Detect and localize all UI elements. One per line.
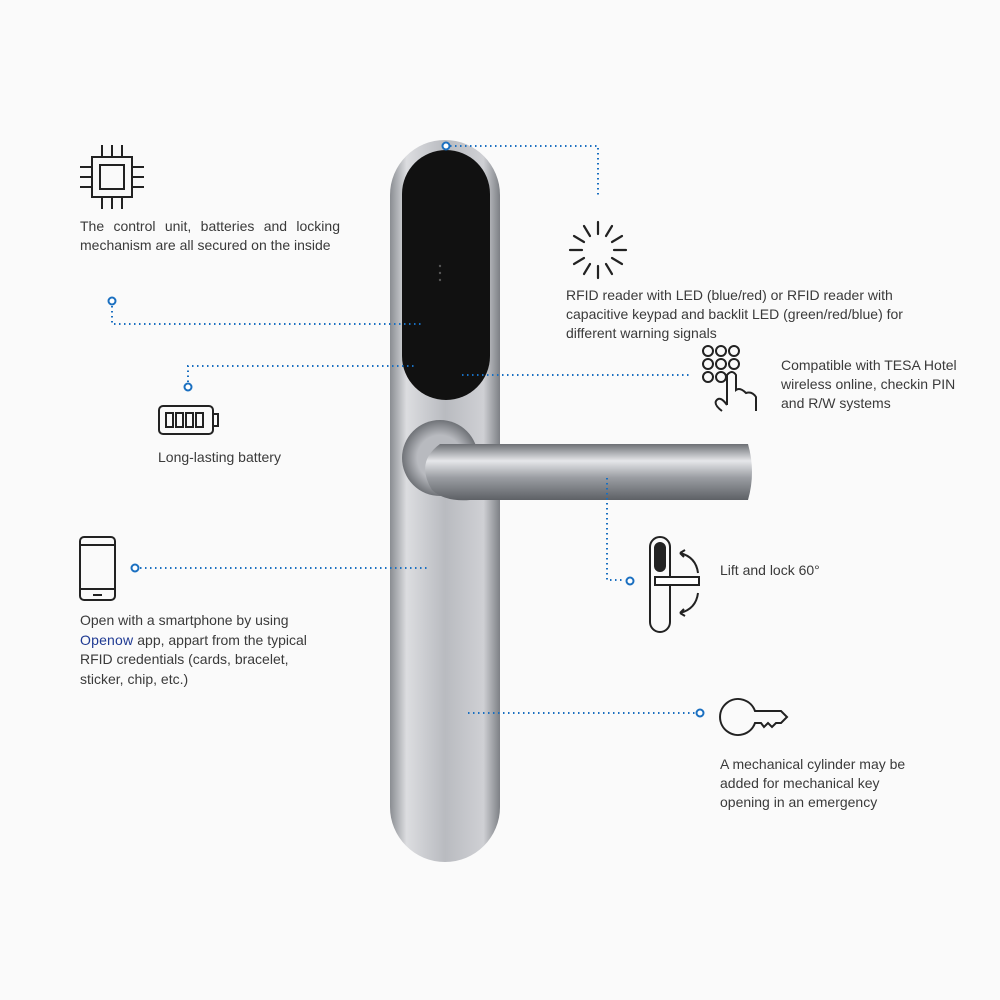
feature-smartphone-text: Open with a smartphone by using Openow a… (80, 611, 330, 689)
lever-handle (425, 444, 752, 501)
feature-lift-text: Lift and lock 60° (720, 562, 820, 578)
lift-lock-icon (648, 535, 704, 635)
feature-battery-text: Long-lasting battery (158, 449, 281, 465)
connector-dots (107, 141, 705, 718)
chip-icon (80, 145, 145, 210)
smartphone-icon (79, 536, 117, 602)
key-icon (719, 697, 801, 737)
feature-rfid-text: RFID reader with LED (blue/red) or RFID … (566, 287, 903, 341)
battery-icon (158, 405, 220, 437)
keypad-touch-icon (702, 345, 764, 413)
openow-brand: Openow (80, 631, 134, 648)
smartphone-text-before: Open with a smartphone by using (80, 612, 289, 628)
feature-compatible-text: Compatible with TESA Hotel wireless onli… (781, 357, 957, 411)
rfid-reader-panel (402, 150, 490, 400)
feature-inside-text: The control unit, batteries and locking … (80, 218, 340, 253)
feature-cylinder-text: A mechanical cylinder may be added for m… (720, 756, 906, 810)
smartphone-text-after: app, appart from the typical RFID creden… (80, 631, 307, 687)
signal-burst-icon (566, 218, 630, 282)
connector-lines (111, 145, 695, 714)
